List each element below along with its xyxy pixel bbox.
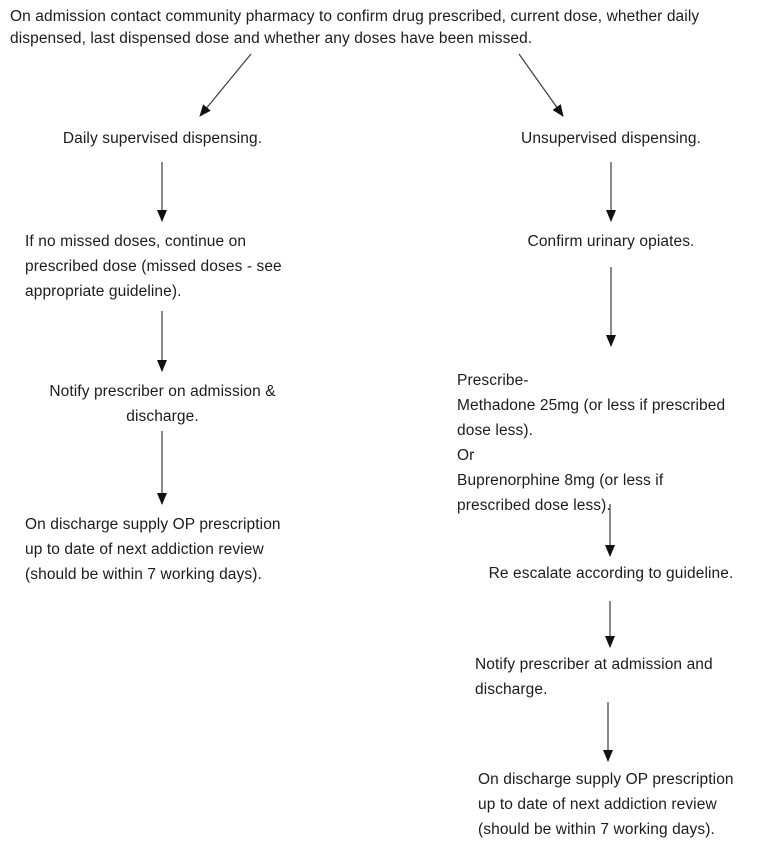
flow-arrow-root-to-right [518,53,564,117]
flow-step-prescribe-doses: Prescribe- Methadone 25mg (or less if pr… [457,372,726,514]
flow-step-notify-prescriber-right: Notify prescriber at admission and disch… [475,656,713,698]
flow-step-confirm-urinary-opiates: Confirm urinary opiates. [527,233,695,250]
flow-step-daily-supervised: Daily supervised dispensing. [62,130,263,147]
flow-step-no-missed-doses: If no missed doses, continue on prescrib… [25,233,282,300]
flow-step-re-escalate: Re escalate according to guideline. [488,565,734,582]
flow-step-unsupervised: Unsupervised dispensing. [521,130,701,147]
flow-arrow-root-to-left [199,53,252,117]
flow-step-discharge-op-right: On discharge supply OP prescription up t… [478,771,734,838]
flow-root-node: On admission contact community pharmacy … [10,8,700,47]
flow-step-notify-prescriber-left: Notify prescriber on admission & dischar… [49,383,276,425]
flow-step-discharge-op-left: On discharge supply OP prescription up t… [25,516,281,583]
